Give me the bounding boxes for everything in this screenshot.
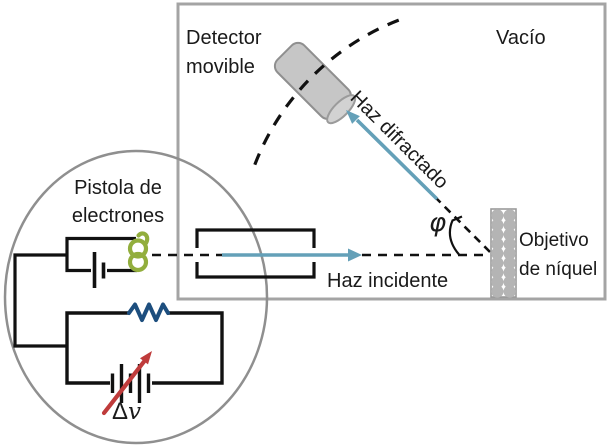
- vacuum-label: Vacío: [496, 27, 546, 49]
- filament-coil-icon: [127, 238, 149, 259]
- detector-label: Detector movible: [186, 27, 262, 78]
- diffracted-beam-arrow: [355, 118, 439, 201]
- nickel-target-label: Objetivo de níquel: [519, 230, 598, 280]
- delta-v-label: Δv: [112, 398, 141, 427]
- filament-coil-icon: [136, 231, 150, 246]
- diffracted-beam-arrowhead: [346, 110, 360, 124]
- incident-beam-arrowhead: [348, 248, 362, 262]
- vacuum-chamber-box: [176, 2, 607, 301]
- circuit-link-wire: [13, 253, 67, 348]
- collimator-top: [195, 228, 316, 248]
- nickel-target-atoms: [491, 209, 516, 298]
- v-glyph: v: [128, 399, 142, 425]
- phi-label: φ: [429, 208, 447, 238]
- incident-beam-label: Haz incidente: [327, 270, 449, 292]
- detector-path-arc: [253, 16, 405, 166]
- phi-angle-arc: [448, 215, 463, 256]
- resistor-zigzag-icon: [127, 302, 170, 322]
- delta-glyph: Δ: [112, 398, 129, 425]
- collimator-bottom: [195, 262, 316, 279]
- variable-voltage-arrowhead: [140, 351, 152, 365]
- detector-cylinder: [273, 41, 357, 125]
- electron-gun-label: Pistola de electrones: [71, 177, 165, 227]
- accelerating-circuit-wires: [65, 311, 224, 385]
- filament-coil-icon: [127, 251, 149, 273]
- variable-voltage-arrow: [101, 356, 149, 416]
- diffracted-beam-dashed-line: [435, 197, 491, 253]
- electron-gun-ellipse: [3, 149, 269, 445]
